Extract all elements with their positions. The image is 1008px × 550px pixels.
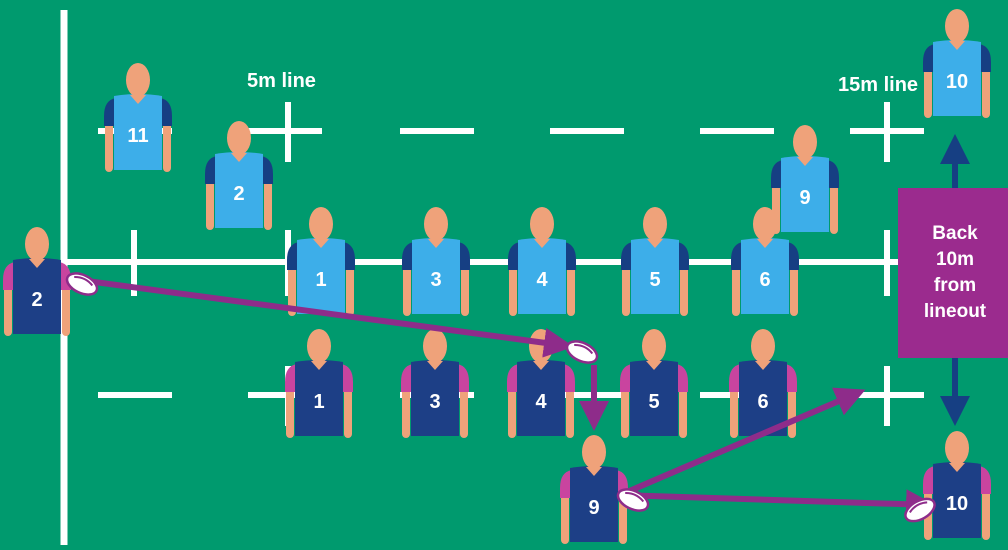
callout-line-3: from (934, 273, 976, 299)
pass-arrow-to-ten (620, 495, 930, 505)
attack-player-10: 10 (923, 9, 991, 118)
player-number: 2 (233, 183, 244, 205)
attack-player-1: 1 (287, 207, 355, 316)
defence-player-9: 9 (560, 435, 628, 544)
player-number: 5 (648, 391, 659, 413)
defence-player-10: 10 (923, 431, 991, 540)
player-number: 3 (430, 269, 441, 291)
callout-line-4: lineout (924, 299, 986, 325)
defence-player-3: 3 (401, 329, 469, 438)
attack-player-11: 11 (104, 63, 172, 172)
player-number: 4 (536, 269, 548, 291)
player-number: 2 (31, 289, 42, 311)
player-number: 6 (757, 391, 768, 413)
player-number: 1 (315, 269, 326, 291)
callout-line-2: 10m (936, 247, 974, 273)
player-number: 10 (946, 71, 968, 93)
back-10m-callout: Back 10m from lineout (898, 188, 1008, 358)
player-number: 4 (535, 391, 547, 413)
attack-player-2: 2 (205, 121, 273, 230)
fifteen-metre-label: 15m line (838, 74, 918, 97)
player-number: 5 (649, 269, 660, 291)
rugby-ball-icon (902, 494, 939, 526)
player-number: 3 (429, 391, 440, 413)
attack-player-3: 3 (402, 207, 470, 316)
player-number: 11 (127, 125, 148, 147)
player-number: 6 (759, 269, 770, 291)
player-number: 10 (946, 493, 968, 515)
defence-player-5: 5 (620, 329, 688, 438)
defence-player-1: 1 (285, 329, 353, 438)
attack-player-4: 4 (508, 207, 576, 316)
player-number: 9 (588, 497, 599, 519)
rugby-ball-icon (564, 337, 601, 367)
player-number: 1 (313, 391, 324, 413)
attack-player-5: 5 (621, 207, 689, 316)
callout-line-1: Back (932, 221, 977, 247)
five-metre-label: 5m line (247, 70, 316, 93)
player-number: 9 (799, 187, 810, 209)
attack-player-9: 9 (771, 125, 839, 234)
